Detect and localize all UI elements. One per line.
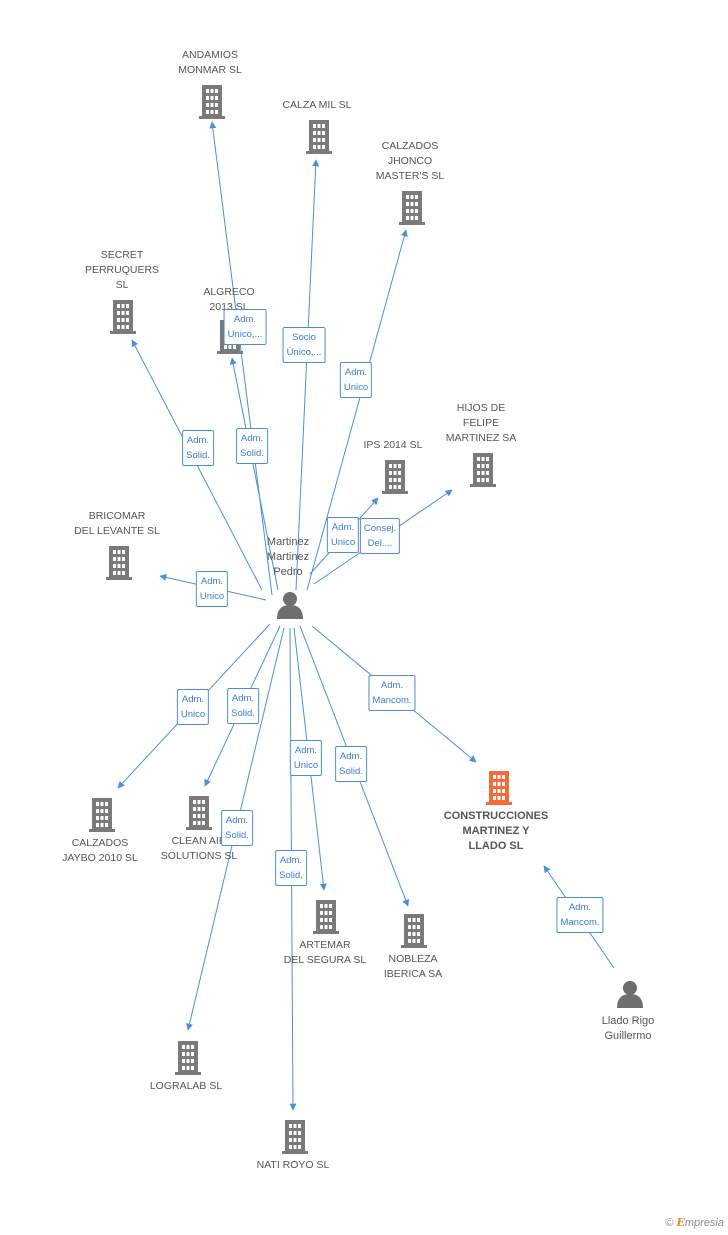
building-icon bbox=[470, 453, 496, 487]
company-label[interactable]: ALGRECO 2013 SL bbox=[203, 286, 255, 313]
relation-label: Adm. Solid. bbox=[182, 430, 214, 466]
center-person-label[interactable]: Martinez Martinez Pedro bbox=[266, 536, 310, 578]
company-label[interactable]: ARTEMAR DEL SEGURA SL bbox=[283, 939, 367, 966]
relation-label: Adm. Mancom. bbox=[368, 675, 416, 711]
building-icon bbox=[306, 120, 332, 154]
building-icon bbox=[401, 914, 427, 948]
edge-andamios bbox=[209, 121, 273, 596]
copyright-symbol: © bbox=[665, 1217, 674, 1229]
building-icon bbox=[110, 300, 136, 334]
relation-label: Adm. Solid. bbox=[236, 428, 268, 464]
building-icon bbox=[313, 900, 339, 934]
relation-label: Adm. Solid. bbox=[221, 810, 253, 846]
relation-label: Adm. Unico bbox=[176, 689, 210, 725]
company-label[interactable]: HIJOS DE FELIPE MARTINEZ SA bbox=[445, 402, 517, 444]
building-icon bbox=[89, 798, 115, 832]
relation-label: Adm. Unico bbox=[339, 362, 373, 398]
relation-label: Consej. Del.... bbox=[359, 518, 401, 554]
building-icon bbox=[199, 85, 225, 119]
edge-jhonco bbox=[306, 229, 408, 591]
company-label[interactable]: CALZADOS JAYBO 2010 SL bbox=[62, 837, 138, 864]
person-icon bbox=[277, 592, 303, 619]
building-icon bbox=[399, 191, 425, 225]
company-label[interactable]: SECRET PERRUQUERS SL bbox=[84, 249, 160, 291]
company-label[interactable]: CALZADOS JHONCO MASTER'S SL bbox=[375, 140, 445, 182]
brand-logo-initial: E bbox=[676, 1216, 685, 1229]
building-icon bbox=[282, 1120, 308, 1154]
relation-label: Adm. Unico bbox=[326, 517, 360, 553]
company-label[interactable]: BRICOMAR DEL LEVANTE SL bbox=[74, 510, 160, 537]
company-label[interactable]: CALZA MIL SL bbox=[282, 99, 352, 111]
focus-company-label[interactable]: CONSTRUCCIONES MARTINEZ Y LLADO SL bbox=[443, 810, 549, 852]
relation-label: Adm. Unico,... bbox=[223, 309, 267, 345]
brand-logo-text: mpresia bbox=[684, 1217, 724, 1229]
relation-label: Adm. Solid. bbox=[275, 850, 307, 886]
person-icon bbox=[617, 981, 643, 1008]
building-icon bbox=[382, 460, 408, 494]
building-icon bbox=[175, 1041, 201, 1075]
relation-label: Adm. Solid. bbox=[227, 688, 259, 724]
focus-building-icon bbox=[486, 771, 512, 805]
company-label[interactable]: NATI ROYO SL bbox=[256, 1159, 330, 1171]
relation-label: Adm. Mancom. bbox=[556, 897, 604, 933]
building-icon bbox=[186, 796, 212, 830]
relation-label: Adm. Solid. bbox=[335, 746, 367, 782]
relation-label: Adm. Unico bbox=[195, 571, 229, 607]
brand-footer[interactable]: © Empresia bbox=[665, 1216, 724, 1229]
company-label[interactable]: IPS 2014 SL bbox=[363, 439, 423, 451]
building-icon bbox=[106, 546, 132, 580]
company-label[interactable]: ANDAMIOS MONMAR SL bbox=[178, 49, 242, 76]
company-label[interactable]: CLEAN AIR SOLUTIONS SL bbox=[160, 835, 238, 862]
person-label[interactable]: Llado Rigo Guillermo bbox=[601, 1015, 655, 1042]
company-label[interactable]: NOBLEZA IBERICA SA bbox=[383, 953, 443, 980]
relation-label: Adm. Unico bbox=[289, 740, 323, 776]
edge-algreco bbox=[229, 357, 279, 591]
relation-label: Socio Único,... bbox=[282, 327, 326, 363]
edge-calzamil bbox=[295, 159, 320, 591]
company-label[interactable]: LOGRALAB SL bbox=[149, 1080, 223, 1092]
